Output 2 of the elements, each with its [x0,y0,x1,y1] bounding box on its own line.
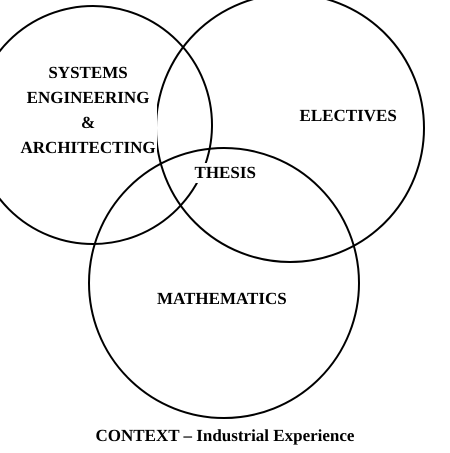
intersection-label: THESIS [192,163,258,183]
caption: CONTEXT – Industrial Experience [94,426,356,446]
